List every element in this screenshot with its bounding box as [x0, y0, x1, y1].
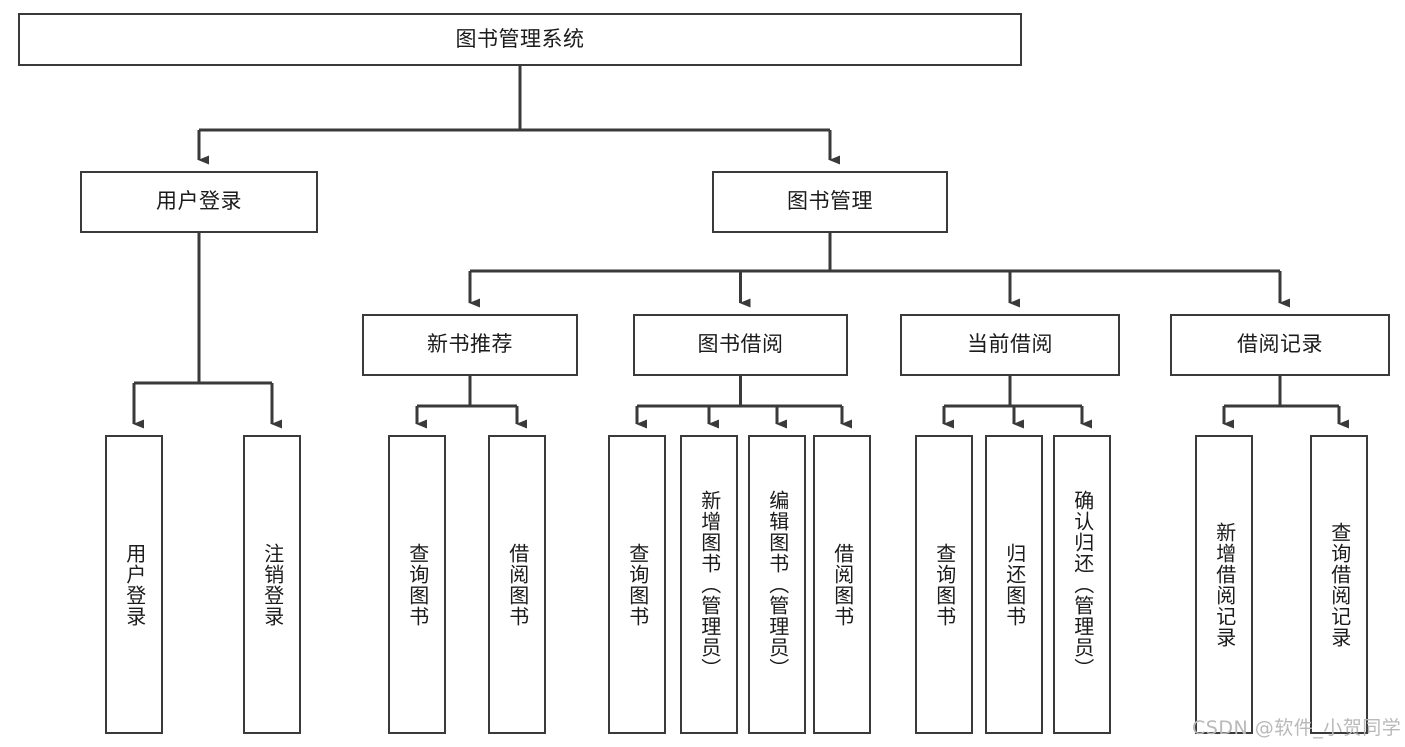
node-label: 借阅记录	[1237, 332, 1323, 357]
node-new-book-recommend[interactable]: 新书推荐	[362, 314, 578, 376]
node-leaf-query-borrow-record[interactable]: 查询借阅记录	[1310, 435, 1368, 734]
node-label: 查询图书	[405, 542, 430, 627]
node-leaf-query-book-b[interactable]: 查询图书	[608, 435, 666, 734]
node-label: 图书管理	[787, 189, 873, 214]
node-book-borrow[interactable]: 图书借阅	[633, 314, 848, 376]
node-leaf-borrow-book-a[interactable]: 借阅图书	[488, 435, 546, 734]
node-label: 确认归还（管理员）	[1070, 490, 1095, 679]
node-leaf-borrow-book-b[interactable]: 借阅图书	[813, 435, 871, 734]
node-label: 图书管理系统	[455, 26, 585, 51]
node-leaf-query-book-a[interactable]: 查询图书	[388, 435, 446, 734]
node-label: 当前借阅	[967, 332, 1053, 357]
node-label: 查询借阅记录	[1327, 521, 1352, 648]
node-label: 查询图书	[625, 542, 650, 627]
node-user-login[interactable]: 用户登录	[80, 171, 318, 233]
node-root-system[interactable]: 图书管理系统	[18, 13, 1022, 66]
watermark-text: CSDN @软件_小贺同学	[1192, 717, 1402, 739]
node-label: 借阅图书	[830, 542, 855, 627]
node-label: 归还图书	[1002, 542, 1027, 627]
node-book-management[interactable]: 图书管理	[712, 171, 948, 233]
node-label: 新增图书（管理员）	[697, 490, 722, 679]
node-label: 编辑图书（管理员）	[765, 490, 790, 679]
node-borrow-record[interactable]: 借阅记录	[1170, 314, 1390, 376]
node-current-borrow[interactable]: 当前借阅	[900, 314, 1120, 376]
node-leaf-user-login[interactable]: 用户登录	[105, 435, 163, 734]
node-leaf-return-book[interactable]: 归还图书	[985, 435, 1043, 734]
node-leaf-edit-book-admin[interactable]: 编辑图书（管理员）	[748, 435, 806, 734]
node-label: 新书推荐	[427, 332, 513, 357]
node-leaf-add-book-admin[interactable]: 新增图书（管理员）	[680, 435, 738, 734]
node-label: 图书借阅	[697, 332, 784, 357]
node-label: 用户登录	[122, 542, 147, 627]
node-leaf-query-book-c[interactable]: 查询图书	[915, 435, 973, 734]
node-leaf-user-logout[interactable]: 注销登录	[243, 435, 301, 734]
node-label: 新增借阅记录	[1212, 521, 1237, 648]
node-label: 查询图书	[932, 542, 957, 627]
node-label: 注销登录	[260, 542, 285, 627]
node-label: 借阅图书	[505, 542, 530, 627]
node-leaf-confirm-return-admin[interactable]: 确认归还（管理员）	[1053, 435, 1111, 734]
node-leaf-add-borrow-record[interactable]: 新增借阅记录	[1195, 435, 1253, 734]
node-label: 用户登录	[156, 189, 242, 214]
